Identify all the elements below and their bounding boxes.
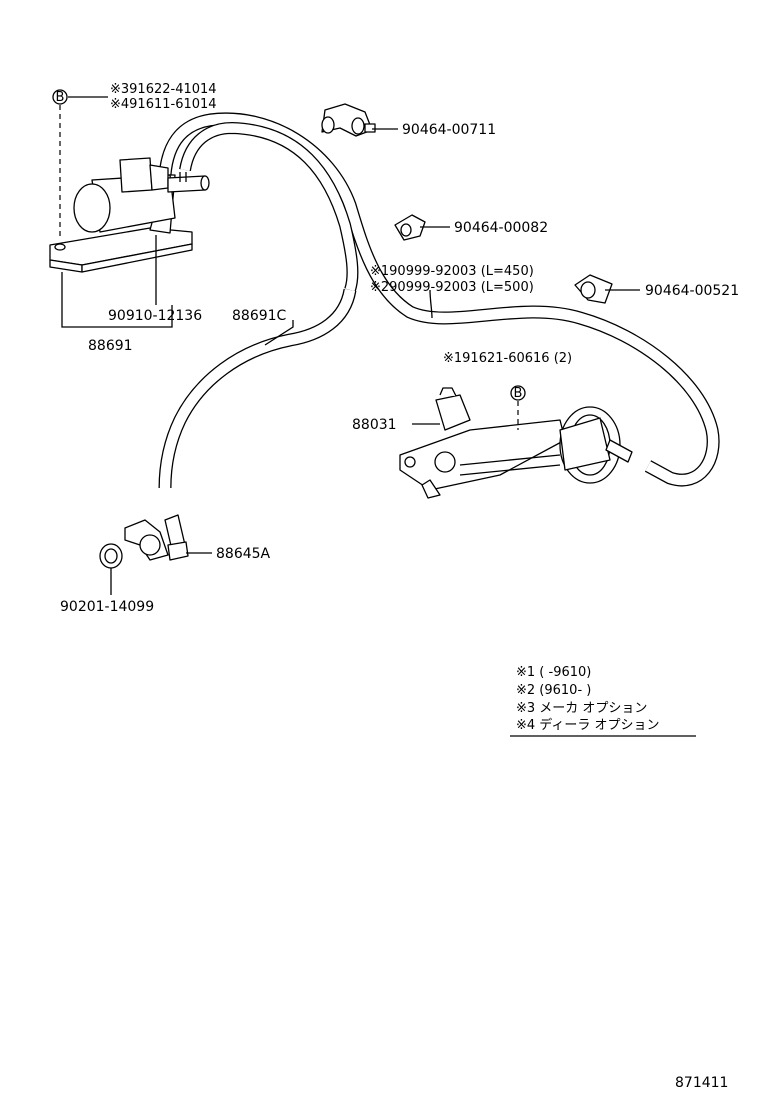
callout-90464-00082: 90464-00082	[454, 220, 548, 236]
clamp-90464-00521	[574, 274, 613, 304]
callout-90201-14099: 90201-14099	[60, 599, 154, 615]
callout-191621-60616: ※191621-60616 (2)	[443, 351, 572, 366]
legend-row-4: ※4 ディーラ オプション	[516, 717, 660, 733]
callout-90464-00711: 90464-00711	[402, 122, 496, 138]
vsv-assembly	[49, 157, 210, 273]
callout-88691c: 88691C	[232, 308, 287, 324]
callout-391622-41014: ※391622-41014	[110, 82, 217, 97]
callout-290999-92003: ※290999-92003 (L=500)	[370, 280, 534, 295]
leader-lines	[61, 96, 640, 595]
actuator-assembly	[399, 387, 633, 499]
callout-90464-00521: 90464-00521	[645, 283, 739, 299]
diagram-number: 871411	[675, 1075, 728, 1091]
marker-b-right: B	[510, 385, 526, 401]
callout-88031: 88031	[352, 417, 397, 433]
legend-row-3: ※3 メーカ オプション	[516, 701, 647, 716]
callout-190999-92003: ※190999-92003 (L=450)	[370, 264, 534, 279]
legend: ※1 ( -9610) ※2 (9610- ) ※3 メーカ オプション ※4 …	[510, 665, 696, 737]
legend-row-1: ※1 ( -9610)	[516, 665, 591, 680]
legend-row-2: ※2 (9610- )	[516, 683, 591, 698]
gasket-90201-14099	[99, 543, 123, 569]
vacuum-hose-secondary	[179, 121, 359, 292]
vacuum-hose-main	[158, 112, 720, 487]
callout-88691: 88691	[88, 338, 133, 354]
vacuum-hose-88691c	[158, 288, 357, 489]
callout-88645a: 88645A	[216, 546, 271, 562]
clamp-90464-00082	[394, 214, 426, 241]
marker-b-left-letter: B	[56, 90, 65, 105]
marker-b-left: B	[52, 89, 68, 105]
callout-491611-61014: ※491611-61014	[110, 97, 217, 112]
marker-b-right-letter: B	[514, 386, 523, 401]
callout-90910-12136: 90910-12136	[108, 308, 202, 324]
valve-88645a	[124, 514, 189, 561]
clamp-90464-00711	[321, 103, 376, 137]
